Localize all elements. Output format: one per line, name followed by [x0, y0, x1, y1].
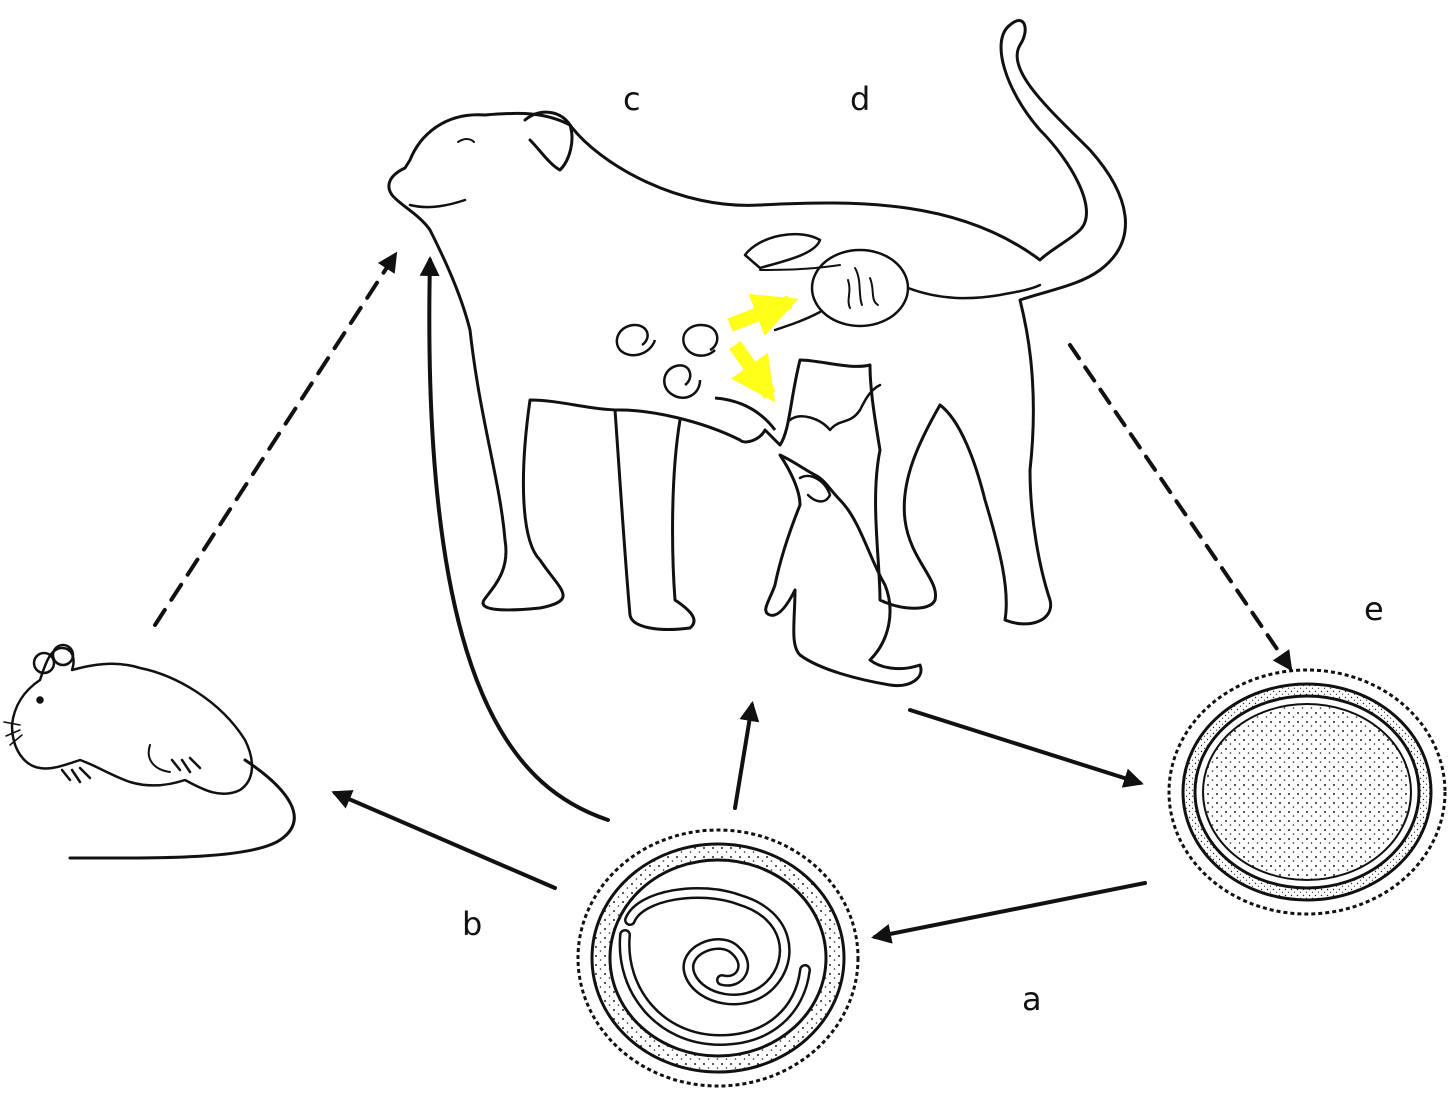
arrow-egg-to-puppy — [735, 705, 752, 808]
arrow-puppy-to-egg — [910, 710, 1140, 783]
label-c: c — [623, 80, 641, 118]
arrow-larva-to-puppy — [735, 345, 770, 395]
unembryonated-egg-icon — [1169, 670, 1445, 914]
embryonated-egg-icon — [578, 830, 858, 1086]
arrow-larva-to-gut — [730, 302, 790, 325]
arrow-dog-to-egg — [1070, 345, 1290, 668]
larval-migration-arrows — [730, 302, 790, 395]
arrow-egg-to-dog — [429, 260, 608, 820]
arrow-egg-development — [875, 883, 1145, 937]
label-a: a — [1022, 980, 1042, 1018]
arrow-rodent-to-dog — [155, 255, 395, 625]
label-e: e — [1364, 590, 1384, 628]
label-b: b — [462, 905, 482, 943]
puppy-icon — [766, 385, 921, 686]
dog-icon — [389, 21, 1126, 630]
label-d: d — [850, 80, 870, 118]
arrow-egg-to-rodent — [335, 793, 555, 888]
rodent-icon — [4, 645, 294, 858]
